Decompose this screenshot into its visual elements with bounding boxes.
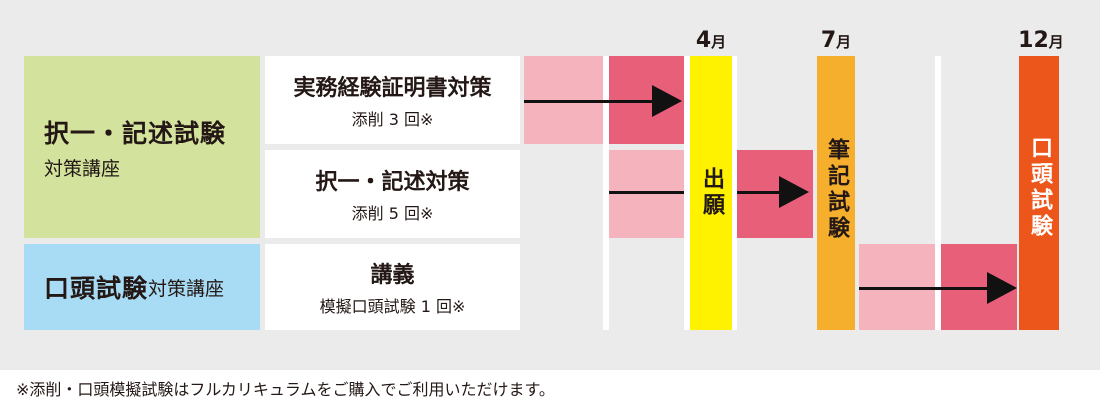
milestone-application-label: 出願 — [699, 167, 724, 219]
month-divider — [732, 56, 737, 330]
month-divider — [684, 56, 690, 330]
milestone-oral-exam-label: 口頭試験 — [1027, 136, 1052, 240]
category-oral: 口頭試験対策講座 — [24, 244, 260, 330]
milestone-application: 出願 — [690, 56, 732, 330]
milestone-written-exam: 筆記試験 — [817, 56, 855, 330]
course-cert: 実務経験証明書対策 添削 3 回※ — [265, 56, 520, 144]
arrow-line-choice-b — [737, 191, 781, 194]
month-divider — [603, 56, 609, 330]
category-written: 択一・記述試験 対策講座 — [24, 56, 260, 238]
category-oral-subtitle: 対策講座 — [148, 277, 225, 300]
arrow-line-cert — [524, 100, 654, 103]
arrow-line-choice-a — [609, 191, 684, 194]
month-header-july: 7月 — [820, 28, 852, 53]
category-written-subtitle: 対策講座 — [44, 157, 121, 180]
category-written-title: 択一・記述試験 — [44, 118, 227, 148]
course-choice-title: 択一・記述対策 — [315, 170, 470, 195]
category-oral-title: 口頭試験 — [44, 274, 149, 303]
milestone-oral-exam: 口頭試験 — [1019, 56, 1059, 330]
footnote: ※添削・口頭模擬試験はフルカリキュラムをご購入でご利用いただけます。 — [16, 380, 555, 399]
course-lecture-title: 講義 — [370, 263, 415, 288]
course-lecture: 講義 模擬口頭試験 1 回※ — [265, 244, 520, 330]
month-divider — [935, 56, 941, 330]
arrow-head-cert — [652, 85, 682, 117]
course-choice: 択一・記述対策 添削 5 回※ — [265, 150, 520, 238]
month-header-december: 12月 — [1018, 28, 1064, 53]
arrow-head-lecture — [987, 272, 1017, 304]
schedule-block — [609, 150, 684, 238]
course-cert-detail: 添削 3 回※ — [351, 110, 434, 129]
month-header-april: 4月 — [695, 28, 727, 53]
course-cert-title: 実務経験証明書対策 — [293, 76, 492, 101]
milestone-written-exam-label: 筆記試験 — [824, 138, 849, 242]
arrow-line-lecture — [859, 287, 989, 290]
course-lecture-detail: 模擬口頭試験 1 回※ — [319, 297, 466, 316]
course-choice-detail: 添削 5 回※ — [351, 204, 434, 223]
arrow-head-choice — [779, 176, 809, 208]
